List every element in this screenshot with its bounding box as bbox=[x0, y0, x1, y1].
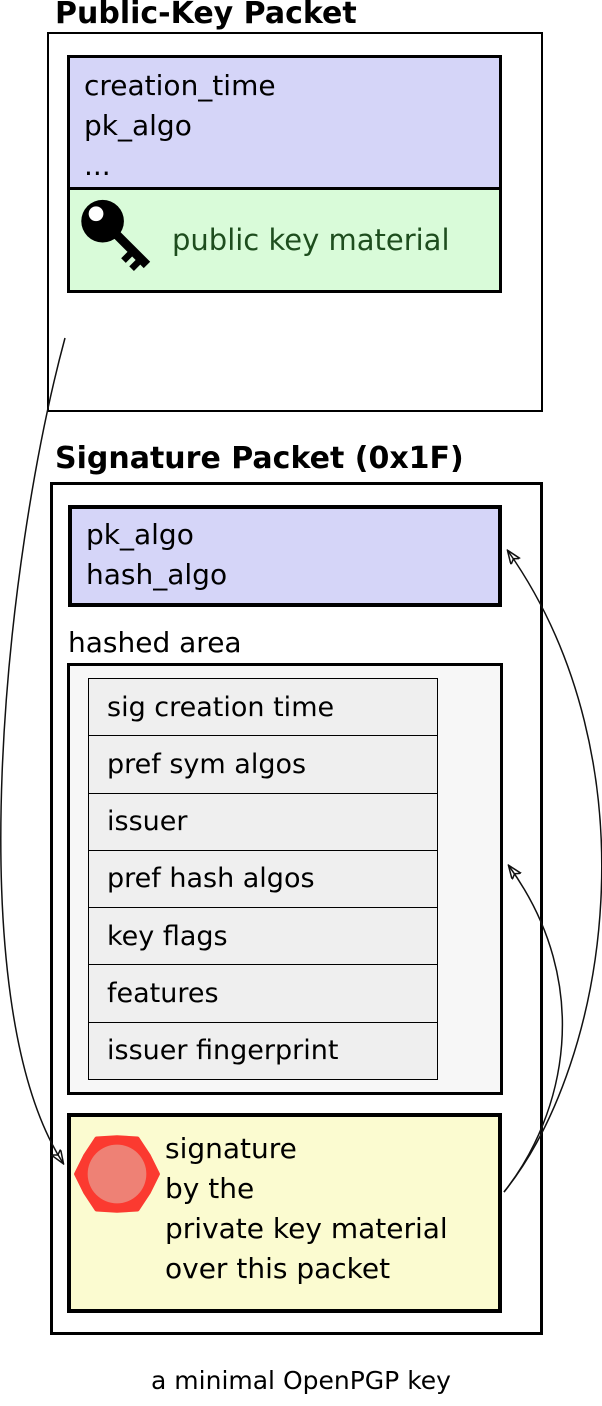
signature-line: private key material bbox=[165, 1212, 448, 1245]
signature-line: signature bbox=[165, 1132, 297, 1165]
field-ellipsis: ... bbox=[84, 149, 111, 182]
signature-description: signature by the private key material ov… bbox=[165, 1129, 448, 1289]
subpacket-row: sig creation time bbox=[89, 679, 437, 737]
subpacket-row: key flags bbox=[89, 908, 437, 966]
public-key-material-label: public key material bbox=[172, 223, 450, 257]
hashed-area-label: hashed area bbox=[68, 626, 242, 659]
public-key-packet-title: Public-Key Packet bbox=[55, 0, 357, 31]
signature-value-box: signature by the private key material ov… bbox=[67, 1113, 502, 1313]
signature-line: over this packet bbox=[165, 1252, 391, 1285]
seal-icon bbox=[74, 1135, 160, 1213]
subpacket-row: pref sym algos bbox=[89, 736, 437, 794]
field-pk-algo: pk_algo bbox=[84, 109, 192, 142]
field-creation-time: creation_time bbox=[84, 69, 276, 102]
public-key-header-fields: creation_time pk_algo ... bbox=[70, 58, 499, 190]
signature-packet-title: Signature Packet (0x1F) bbox=[55, 441, 464, 476]
signature-algo-fields-box: pk_algo hash_algo bbox=[68, 505, 502, 607]
field-pk-algo: pk_algo bbox=[86, 518, 194, 551]
key-icon bbox=[81, 199, 151, 272]
public-key-material-box: public key material bbox=[70, 190, 499, 290]
signature-line: by the bbox=[165, 1172, 255, 1205]
subpacket-row: pref hash algos bbox=[89, 850, 437, 909]
public-key-packet-contents: creation_time pk_algo ... public key mat… bbox=[67, 55, 502, 293]
subpacket-row: features bbox=[89, 965, 437, 1023]
subpacket-row: issuer bbox=[89, 793, 437, 851]
diagram-caption: a minimal OpenPGP key bbox=[151, 1366, 451, 1395]
subpacket-table: sig creation time pref sym algos issuer … bbox=[88, 678, 438, 1080]
hashed-area-box: sig creation time pref sym algos issuer … bbox=[67, 663, 503, 1095]
subpacket-row: issuer fingerprint bbox=[89, 1022, 437, 1079]
field-hash-algo: hash_algo bbox=[86, 558, 228, 591]
